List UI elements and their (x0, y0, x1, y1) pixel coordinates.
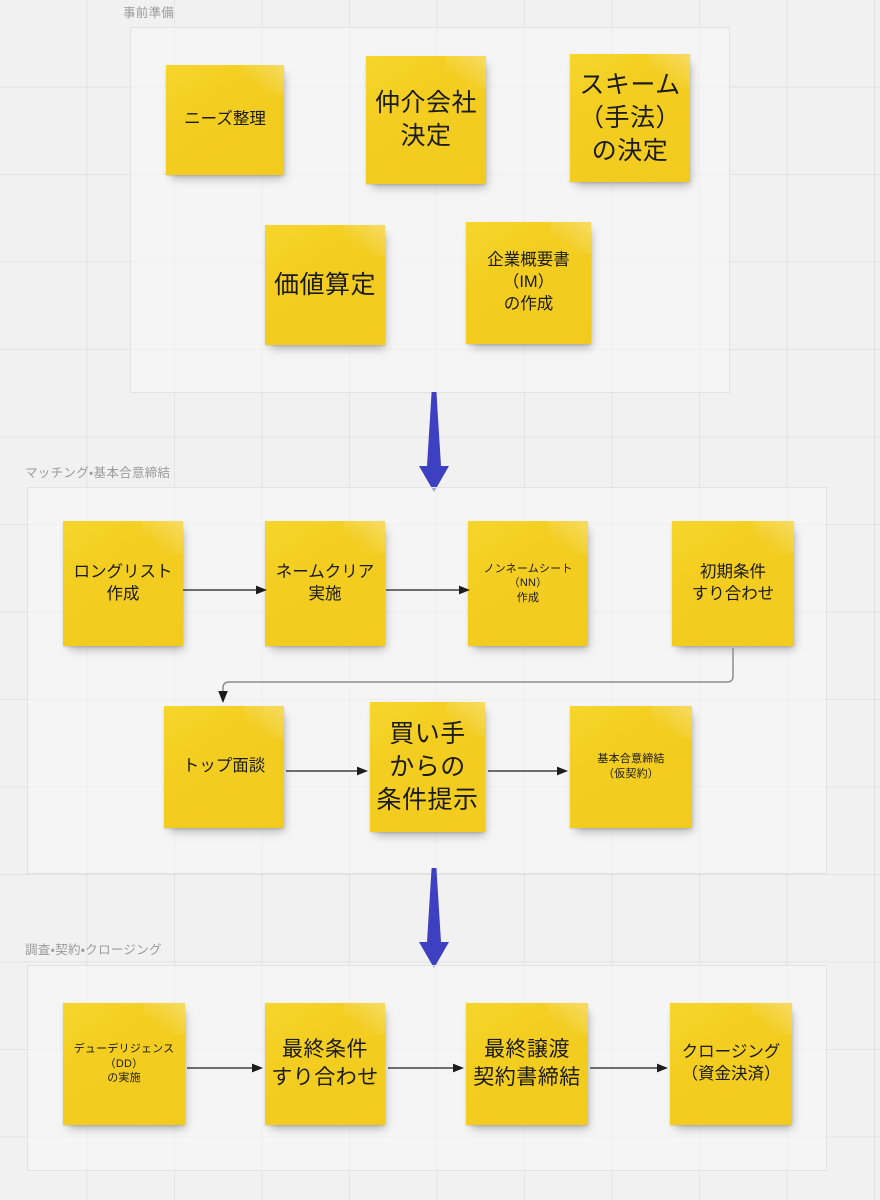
section-label-matching: マッチング・基本合意締結 (25, 466, 171, 480)
note-value[interactable]: 価値算定 (265, 225, 385, 345)
stage-arrow-prep-to-matching (418, 392, 450, 492)
connector-nameclear-to-nonname (386, 585, 470, 595)
note-loi[interactable]: 基本合意締結 （仮契約） (570, 706, 692, 828)
connector-initial-to-topmeet (216, 648, 741, 704)
note-nameclear[interactable]: ネームクリア 実施 (265, 521, 385, 646)
note-needs[interactable]: ニーズ整理 (166, 65, 284, 175)
note-nonname[interactable]: ノンネームシート （NN） 作成 (468, 521, 588, 646)
connector-finalterms-to-spa (388, 1063, 464, 1073)
connector-dd-to-finalterms (187, 1063, 263, 1073)
note-initial[interactable]: 初期条件 すり合わせ (672, 521, 794, 646)
note-im[interactable]: 企業概要書 （IM） の作成 (466, 222, 591, 344)
note-spa[interactable]: 最終譲渡 契約書締結 (466, 1003, 588, 1125)
note-topmeet[interactable]: トップ面談 (164, 706, 284, 828)
note-scheme[interactable]: スキーム （手法） の決定 (570, 54, 690, 182)
section-label-prep: 事前準備 (123, 6, 175, 20)
note-longlist[interactable]: ロングリスト 作成 (63, 521, 183, 646)
note-broker[interactable]: 仲介会社 決定 (366, 56, 486, 184)
note-close[interactable]: クロージング （資金決済） (670, 1003, 792, 1125)
section-label-closing: 調査・契約・クロージング (25, 943, 162, 957)
connector-spa-to-close (590, 1063, 668, 1073)
note-finalterms[interactable]: 最終条件 すり合わせ (265, 1003, 385, 1125)
connector-topmeet-to-buyerterms (286, 766, 368, 776)
note-dd[interactable]: デューデリジェンス （DD） の実施 (63, 1003, 185, 1125)
connector-longlist-to-nameclear (183, 585, 267, 595)
connector-buyerterms-to-loi (488, 766, 568, 776)
note-buyerterms[interactable]: 買い手 からの 条件提示 (370, 702, 485, 832)
stage-arrow-matching-to-closing (418, 868, 450, 968)
